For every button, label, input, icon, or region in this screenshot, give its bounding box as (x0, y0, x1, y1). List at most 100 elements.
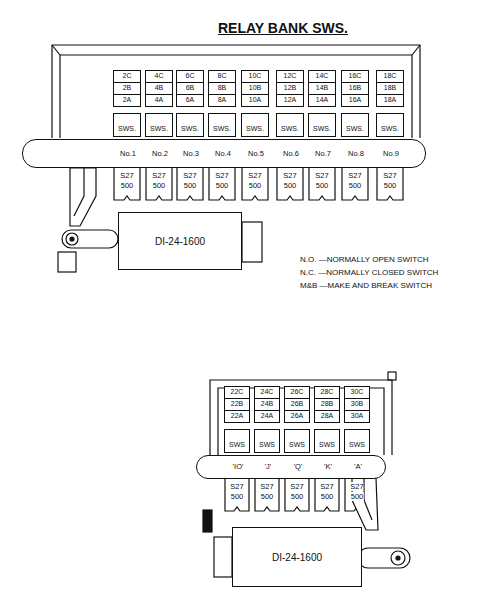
contact-label: 12C (276, 70, 304, 82)
switch-block: 16C16B16ASWS. (341, 70, 369, 137)
switch-code: S27 (348, 171, 361, 180)
switch-code: 500 (184, 181, 197, 190)
switch-block: 6C6B6A SWS. (176, 70, 204, 137)
relay-coil: DI-24-1600 (118, 212, 242, 270)
switch-code: 500 (351, 492, 364, 501)
switch-tab (377, 168, 403, 200)
switch-label: SWS. (241, 113, 269, 137)
switch-tab (225, 479, 249, 511)
switch-block: 24C24B24ASWS (254, 386, 280, 453)
contact-label: 30B (344, 398, 370, 410)
contact-label: 10C (241, 70, 269, 82)
switch-code: S27 (260, 482, 273, 491)
coil-type: DI-24-1600 (272, 552, 322, 563)
contact-label: 18C (376, 70, 404, 82)
switch-code: S27 (230, 482, 243, 491)
contact-label: 18A (376, 94, 404, 107)
contact-label: 10B (241, 82, 269, 94)
switch-label: SWS. (308, 113, 336, 137)
contact-label: 12B (276, 82, 304, 94)
contact-label: 6C (176, 70, 204, 82)
title: RELAY BANK SWS. (218, 20, 348, 36)
contact-label: 2A (113, 94, 141, 107)
contact-label: 26B (284, 398, 310, 410)
switch-tab (242, 168, 268, 200)
contact-label: 24C (254, 386, 280, 398)
contact-label: 4C (145, 70, 173, 82)
switch-code: S27 (283, 171, 296, 180)
switch-code: S27 (215, 171, 228, 180)
switch-code: S27 (248, 171, 261, 180)
contact-label: 4B (145, 82, 173, 94)
contact-label: 16C (341, 70, 369, 82)
legend-note: N.O. —NORMALLY OPEN SWITCH (300, 255, 429, 264)
contact-label: 28C (314, 386, 340, 398)
switch-label: SWS (284, 429, 310, 453)
switch-block: 14C14B14ASWS. (308, 70, 336, 137)
switch-label: SWS. (276, 113, 304, 137)
switch-code: S27 (183, 171, 196, 180)
contact-label: 24B (254, 398, 280, 410)
switch-code: 500 (316, 181, 329, 190)
contact-label: 8B (208, 82, 236, 94)
switch-label: SWS. (145, 113, 173, 137)
switch-code: S27 (320, 482, 333, 491)
switch-code: 500 (121, 181, 134, 190)
switch-label: SWS. (376, 113, 404, 137)
switch-label: SWS. (176, 113, 204, 137)
switch-tab (315, 479, 339, 511)
switch-number: No.7 (315, 149, 331, 158)
switch-tab (255, 479, 279, 511)
contact-label: 6B (176, 82, 204, 94)
switch-tab (309, 168, 335, 200)
switch-code: S27 (152, 171, 165, 180)
switch-number: 'J' (265, 462, 272, 471)
switch-label: SWS (314, 429, 340, 453)
switch-code: 500 (291, 492, 304, 501)
switch-number: 'Q' (294, 462, 303, 471)
switch-number: No.6 (283, 149, 299, 158)
contact-label: 28B (314, 398, 340, 410)
switch-block: 28C28B28A SWS (314, 386, 340, 453)
switch-tab (209, 168, 235, 200)
contact-label: 4A (145, 94, 173, 107)
contact-label: 22C (224, 386, 250, 398)
switch-number: No.2 (152, 149, 168, 158)
switch-tab (277, 168, 303, 200)
switch-tab (177, 168, 203, 200)
contact-label: 8A (208, 94, 236, 107)
switch-code: S27 (350, 482, 363, 491)
contact-label: 28A (314, 410, 340, 423)
legend-note: N.C. —NORMALLY CLOSED SWITCH (300, 268, 438, 277)
switch-number: 'IO' (233, 462, 244, 471)
switch-code: 500 (249, 181, 262, 190)
contact-label: 6A (176, 94, 204, 107)
switch-label: SWS (344, 429, 370, 453)
switch-label: SWS. (208, 113, 236, 137)
relay-coil: DI-24-1600 (232, 527, 362, 587)
switch-block: 12C12B12ASWS. (276, 70, 304, 137)
contact-label: 30A (344, 410, 370, 423)
switch-number: No.4 (215, 149, 231, 158)
switch-label: SWS (224, 429, 250, 453)
switch-label: SWS. (113, 113, 141, 137)
contact-label: 14C (308, 70, 336, 82)
switch-code: 500 (231, 492, 244, 501)
switch-code: S27 (290, 482, 303, 491)
legend-note: M&B —MAKE AND BREAK SWITCH (300, 281, 432, 290)
switch-block: 26C26B26A SWS (284, 386, 310, 453)
contact-label: 2C (113, 70, 141, 82)
switch-number: No.5 (248, 149, 264, 158)
switch-block: 22C22B22ASWS (224, 386, 250, 453)
switch-label: SWS (254, 429, 280, 453)
switch-number: No.8 (348, 149, 364, 158)
contact-label: 10A (241, 94, 269, 107)
switch-block: 8C8B8ASWS. (208, 70, 236, 137)
contact-label: 26C (284, 386, 310, 398)
switch-code: 500 (349, 181, 362, 190)
contact-label: 14A (308, 94, 336, 107)
switch-number: No.9 (383, 149, 399, 158)
contact-label: 16B (341, 82, 369, 94)
switch-block: 2C2B2ASWS. (113, 70, 141, 137)
contact-label: 26A (284, 410, 310, 423)
